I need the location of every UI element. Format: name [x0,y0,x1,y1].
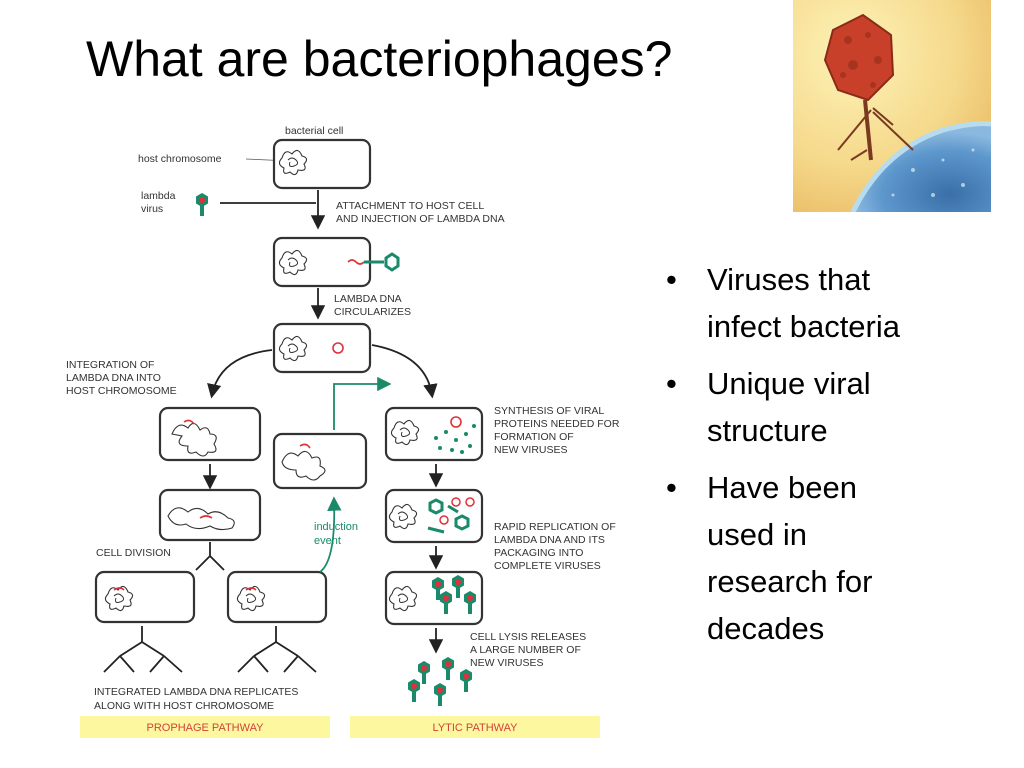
replication-label-3: PACKAGING INTO [494,547,583,559]
attachment-label-2: AND INJECTION OF LAMBDA DNA [336,213,505,225]
integrated-label-2: ALONG WITH HOST CHROMOSOME [94,700,274,712]
bullet-text: decades [707,611,825,646]
lambda-label: lambda [141,190,176,202]
synthesis-label-4: NEW VIRUSES [494,444,568,456]
bullet-item: • Unique viral structure [666,360,996,454]
bullet-item: • Viruses that infect bacteria [666,256,996,350]
host-chromosome-label: host chromosome [138,153,222,165]
induction-label-1: induction [314,521,358,533]
lysis-label-3: NEW VIRUSES [470,657,544,669]
slide-title: What are bacteriophages? [86,31,673,87]
bullet-glyph: • [666,366,677,401]
bullet-item: • Have been used in research for decades [666,464,996,652]
daughter-cell-right [226,570,328,624]
bacterial-cell-label: bacterial cell [285,125,343,137]
bacterial-cell [272,138,372,190]
integration-label-1: INTEGRATION OF [66,359,154,371]
dividing-cell [158,488,262,542]
bullet-glyph: • [666,262,677,297]
lambda-virus-icon [196,193,208,216]
circular-dna-cell [272,322,372,374]
integration-label-3: HOST CHROMOSOME [66,385,177,397]
integration-label-2: LAMBDA DNA INTO [66,372,161,384]
prophage-pathway-band [80,716,330,738]
lysis-label-2: A LARGE NUMBER OF [470,644,581,656]
daughter-cell-left [94,570,196,624]
bullet-glyph: • [666,470,677,505]
replication-label-2: LAMBDA DNA AND ITS [494,534,605,546]
virus-label: virus [141,203,163,215]
cell-division-label: CELL DIVISION [96,547,171,559]
bullet-text: Have been [707,470,857,505]
lytic-pathway-band [350,716,600,738]
bullet-text: structure [707,413,828,448]
circularizes-label-1: LAMBDA DNA [334,293,402,305]
replication-label-1: RAPID REPLICATION OF [494,521,616,533]
bullet-text: Viruses that [707,262,871,297]
bullet-text: Unique viral [707,366,871,401]
replication-label-4: COMPLETE VIRUSES [494,560,601,572]
bacteriophage-photo [793,0,991,212]
bullet-list: • Viruses that infect bacteria • Unique … [666,256,996,662]
attachment-label-1: ATTACHMENT TO HOST CELL [336,200,484,212]
bullet-text: research for [707,564,873,599]
circularizes-label-2: CIRCULARIZES [334,306,411,318]
lytic-pathway-label: LYTIC PATHWAY [433,722,519,734]
lambda-lifecycle-diagram: bacterial cell host chromosome lambda vi… [66,125,620,738]
induction-label-2: event [314,535,341,547]
prophage-pathway-label: PROPHAGE PATHWAY [147,722,265,734]
synthesis-label-2: PROTEINS NEEDED FOR [494,418,620,430]
bullet-text: used in [707,517,807,552]
synthesis-label-3: FORMATION OF [494,431,574,443]
replication-cell [384,488,484,544]
integrated-label-1: INTEGRATED LAMBDA DNA REPLICATES [94,686,298,698]
synthesis-label-1: SYNTHESIS OF VIRAL [494,405,604,417]
bullet-text: infect bacteria [707,309,900,344]
lysis-label-1: CELL LYSIS RELEASES [470,631,586,643]
